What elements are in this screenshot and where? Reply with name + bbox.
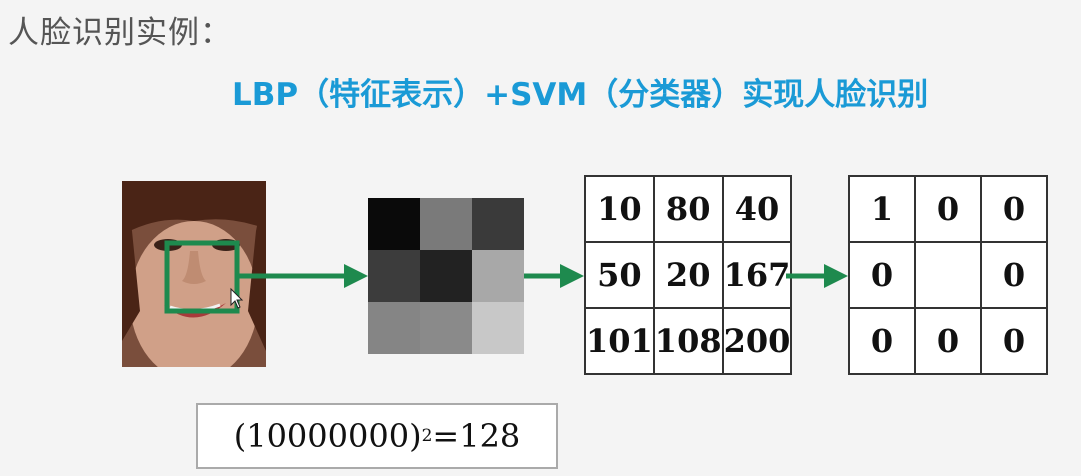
table-row: 0 0 — [848, 241, 1048, 309]
table-cell: 101 — [584, 307, 655, 375]
table-cell: 0 — [848, 307, 916, 375]
table-cell: 0 — [848, 241, 916, 309]
table-cell: 0 — [914, 175, 982, 243]
values-table: 10 80 40 50 20 167 101 108 200 — [584, 175, 793, 375]
table-cell: 167 — [721, 241, 793, 309]
table-row: 0 0 0 — [848, 307, 1048, 375]
table-cell: 0 — [914, 307, 982, 375]
table-row: 1 0 0 — [848, 175, 1048, 243]
pixel-cell — [420, 198, 472, 250]
arrow-icon — [236, 264, 368, 288]
table-cell: 80 — [652, 175, 724, 243]
pixel-cell — [472, 250, 524, 302]
pixel-cell — [472, 198, 524, 250]
table-cell: 108 — [652, 307, 724, 375]
pixel-cell — [420, 250, 472, 302]
pixel-grid — [368, 198, 524, 354]
table-cell: 0 — [980, 307, 1048, 375]
table-cell: 50 — [584, 241, 655, 309]
table-cell: 20 — [652, 241, 724, 309]
table-row: 101 108 200 — [584, 307, 793, 375]
page-heading: 人脸识别实例： — [8, 15, 232, 51]
arrow-icon — [786, 264, 848, 288]
table-cell — [914, 241, 982, 309]
pixel-cell — [368, 250, 420, 302]
table-cell: 40 — [721, 175, 793, 243]
formula-base: 2 — [421, 426, 433, 446]
table-cell: 0 — [980, 241, 1048, 309]
pixel-cell — [368, 198, 420, 250]
table-cell: 1 — [848, 175, 916, 243]
table-cell: 10 — [584, 175, 655, 243]
arrow-icon — [524, 264, 584, 288]
pixel-cell — [420, 302, 472, 354]
table-row: 10 80 40 — [584, 175, 793, 243]
table-cell: 200 — [721, 307, 793, 375]
pixel-cell — [368, 302, 420, 354]
table-cell: 0 — [980, 175, 1048, 243]
formula-result: =128 — [432, 417, 521, 455]
subtitle: LBP（特征表示）+SVM（分类器）实现人脸识别 — [232, 77, 929, 113]
binary-table: 1 0 0 0 0 0 0 0 — [848, 175, 1048, 375]
table-row: 50 20 167 — [584, 241, 793, 309]
formula-box: (10000000)2=128 — [196, 403, 558, 469]
formula-binary: (10000000) — [233, 417, 422, 455]
pixel-cell — [472, 302, 524, 354]
